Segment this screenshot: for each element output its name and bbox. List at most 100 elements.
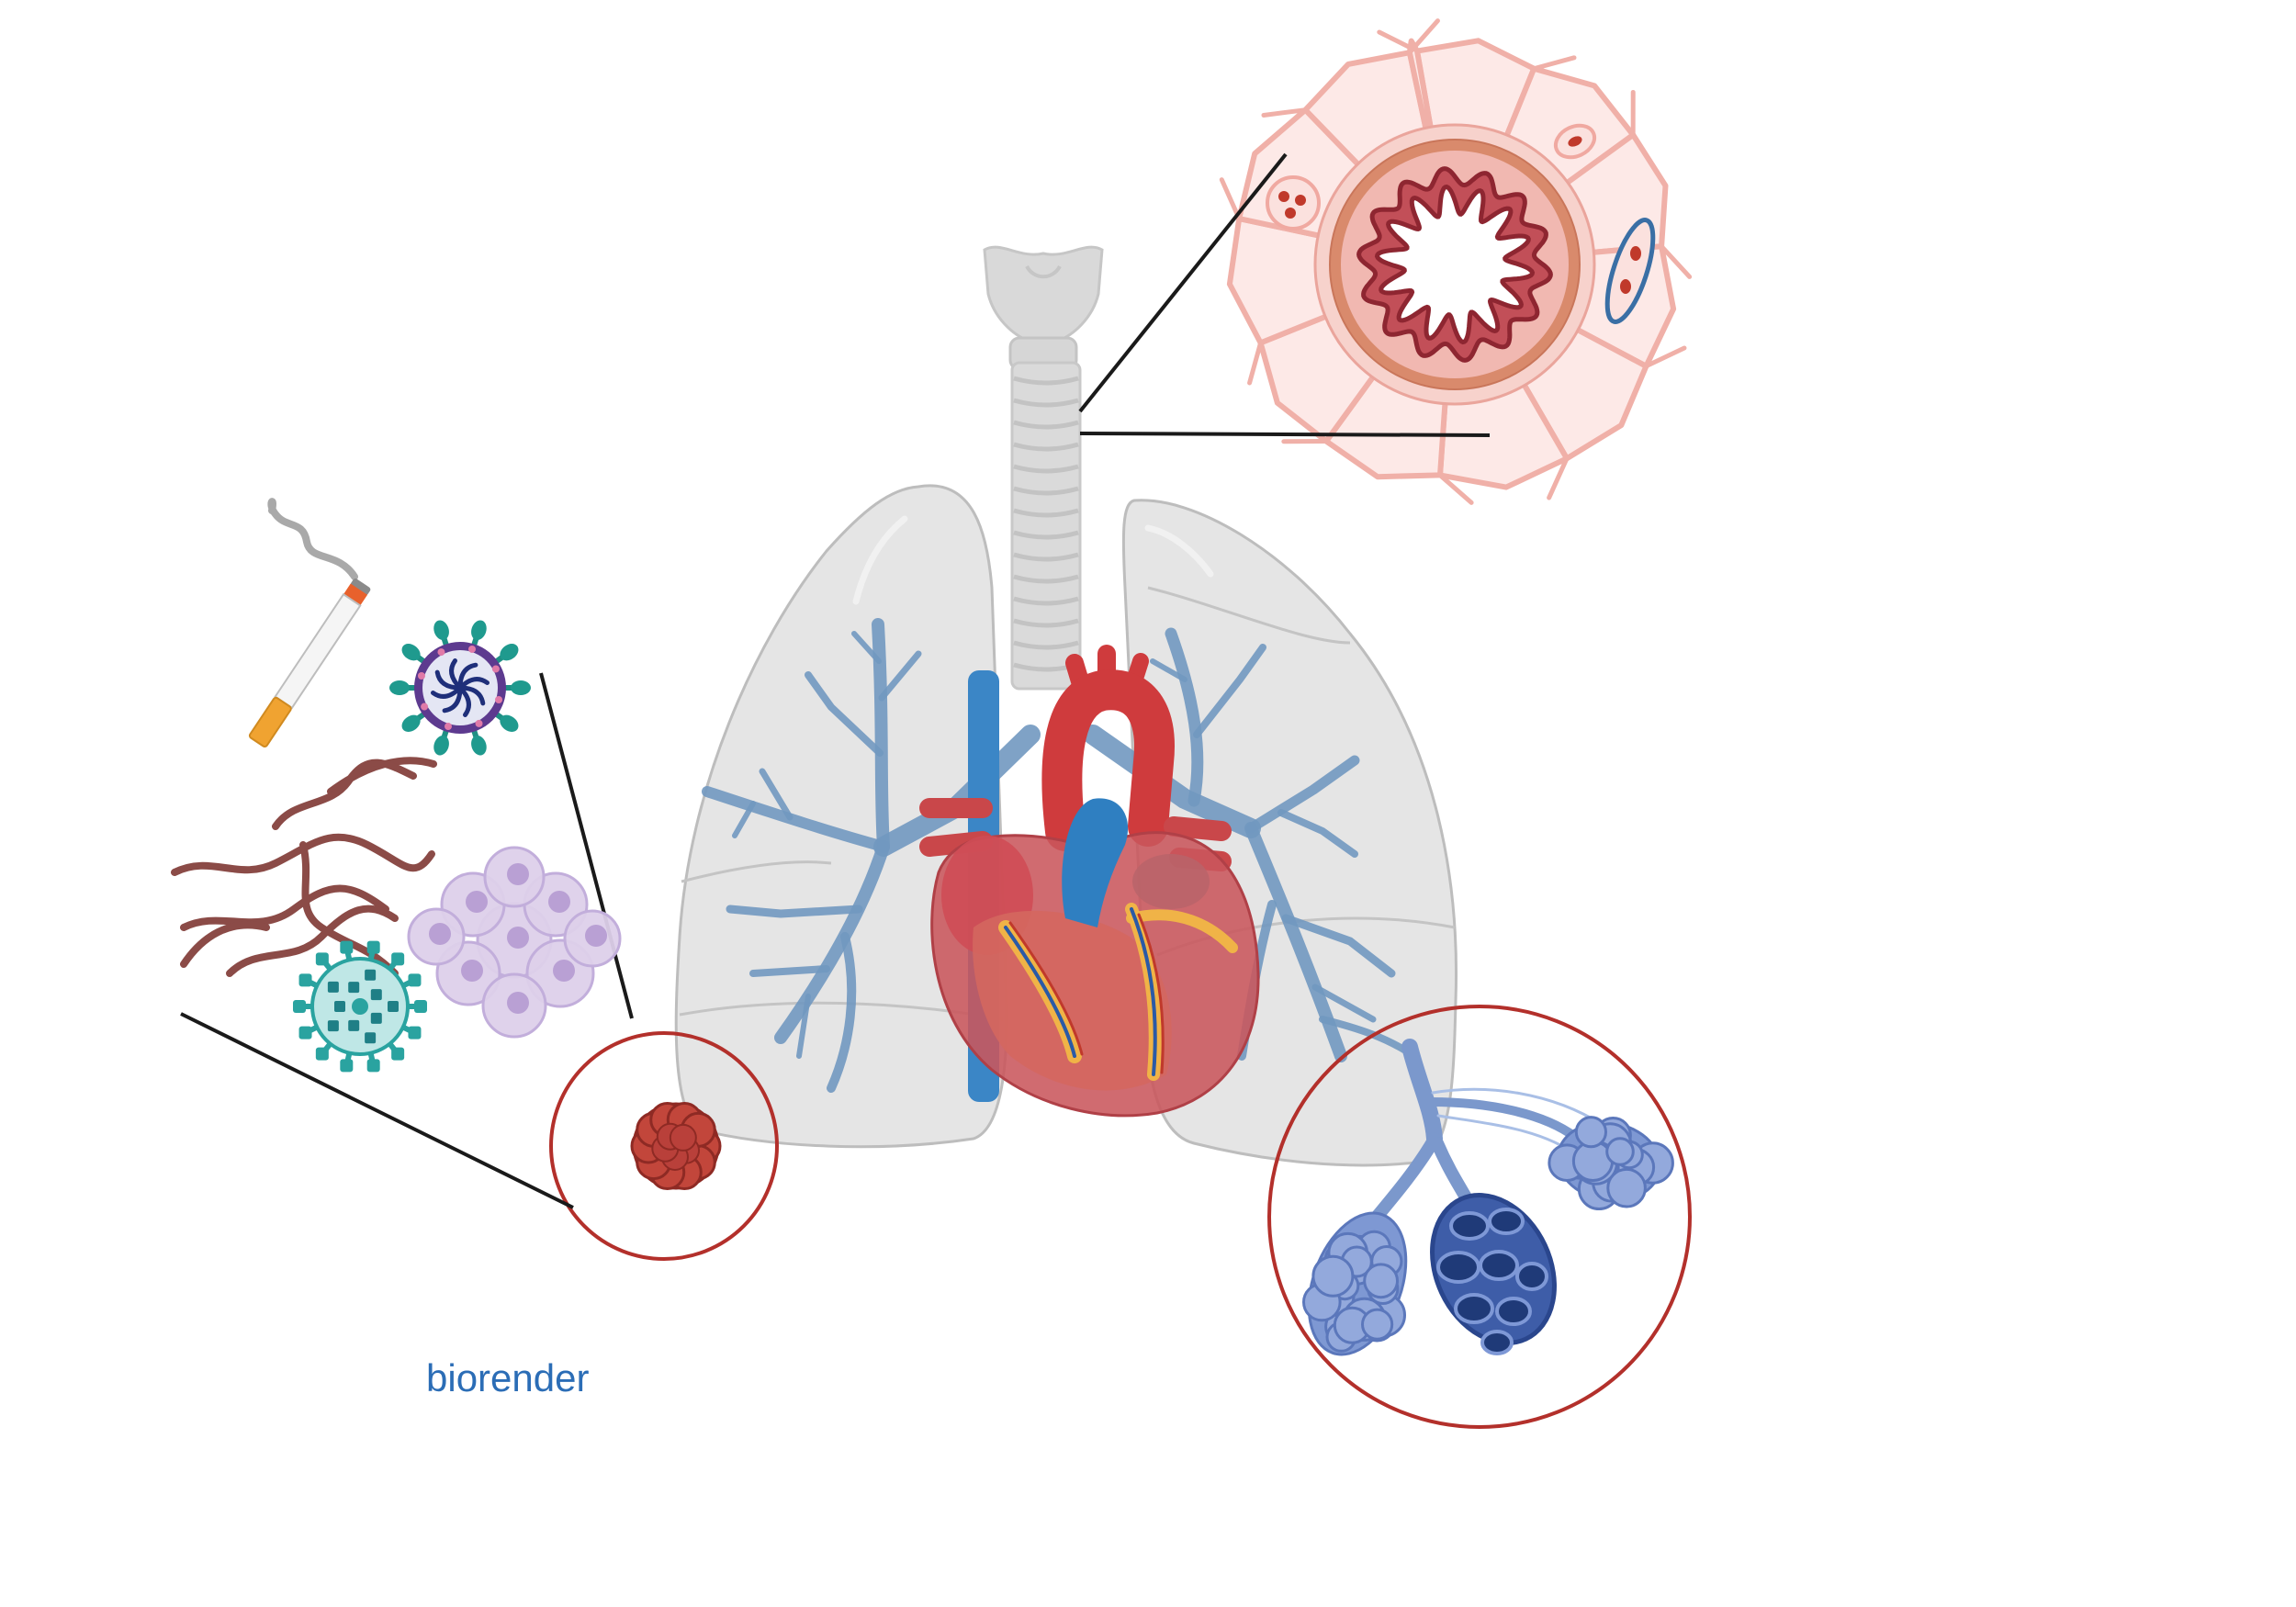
bronchus-branch — [851, 631, 882, 664]
red-blood-cell — [1278, 191, 1289, 202]
virus-protein — [348, 1019, 360, 1031]
airway-cross-section-icon — [1219, 18, 1693, 505]
cell-nucleus — [429, 923, 451, 945]
bronchus-branch — [1165, 627, 1204, 807]
heart-icon — [919, 645, 1260, 1118]
virus-icon — [293, 940, 427, 1073]
alveoli-icon — [1302, 1039, 1674, 1356]
alveolus — [1311, 1254, 1355, 1298]
virus-spike-cap — [433, 736, 449, 756]
bronchus-branch — [702, 786, 889, 852]
virus-protein — [365, 969, 377, 981]
biorender-watermark: biorender — [426, 1356, 590, 1399]
red-blood-cell — [1630, 246, 1641, 261]
alveolus — [1361, 1308, 1394, 1341]
alveolus — [1515, 1262, 1548, 1291]
airway-vessel — [1266, 175, 1321, 230]
larynx — [983, 245, 1104, 343]
tissue-strand — [1247, 340, 1264, 386]
trachea-rings — [1013, 376, 1079, 672]
leader-line — [180, 1012, 574, 1209]
bronchus-branch — [759, 768, 793, 821]
alveolus — [1479, 1250, 1519, 1281]
cell-nucleus — [548, 891, 570, 913]
virus-spike-cap — [340, 940, 354, 954]
virus-protein — [417, 671, 425, 680]
cigarette-filter — [248, 696, 292, 747]
cell-nucleus — [507, 863, 529, 885]
cell-nucleus — [466, 891, 488, 913]
pulmonary-trunk — [1062, 798, 1129, 927]
tumor-callout-circle — [549, 1031, 779, 1261]
virus-spike-cap — [408, 1026, 422, 1039]
trachea-ring — [1013, 442, 1079, 452]
virus-protein — [334, 1001, 345, 1012]
trachea-ring — [1013, 376, 1079, 386]
virus-spike-cap — [315, 952, 329, 966]
tumor-nodule — [669, 1123, 697, 1152]
bronchus-branch — [805, 671, 884, 757]
virus-protein — [495, 696, 503, 704]
virus-spike-cap — [298, 973, 312, 987]
virus-spike-cap — [315, 1047, 329, 1061]
virus-protein — [491, 665, 500, 673]
alveoli-callout-circle — [1267, 1005, 1692, 1429]
bacterium — [171, 833, 435, 876]
alveolus — [1574, 1116, 1608, 1149]
tumor-leader-lines — [180, 672, 634, 1209]
trachea-icon — [983, 245, 1104, 691]
cell-nucleus — [553, 960, 575, 982]
virus-protein — [365, 1032, 377, 1044]
pulmonary-vein — [1164, 816, 1232, 841]
coronary-artery — [1137, 913, 1165, 1074]
virus-spike-cap — [366, 940, 380, 954]
leader-line — [1078, 152, 1288, 413]
left-atrial-appendage — [1132, 854, 1210, 909]
trachea-ring — [1013, 420, 1079, 430]
bronchus-branch — [732, 801, 756, 838]
cell-cluster-icon — [407, 846, 622, 1039]
virus-spike-cap — [389, 680, 410, 695]
virus-spike-cap — [408, 973, 422, 987]
cigarette-icon — [248, 579, 371, 747]
alveolus — [1449, 1211, 1490, 1241]
bacterium — [180, 921, 270, 968]
virus-icon — [389, 620, 531, 756]
alveolus — [1606, 1167, 1647, 1208]
alveolus — [1480, 1330, 1514, 1355]
cigarette-ember — [343, 583, 368, 606]
bacterium — [180, 884, 389, 931]
alveolus — [1363, 1263, 1399, 1299]
cell-nucleus — [507, 992, 529, 1014]
virus-protein — [468, 645, 477, 653]
bronchus-branch — [796, 994, 811, 1059]
tissue-strand — [1407, 18, 1440, 55]
trachea-ring — [1013, 552, 1079, 562]
tissue-strand — [1531, 55, 1577, 72]
virus-spike-cap — [433, 620, 449, 640]
airway-leader-lines — [1078, 152, 1491, 437]
tissue-strand — [1261, 107, 1308, 118]
bronchus-branch — [1193, 644, 1266, 738]
bronchiole — [1401, 1039, 1443, 1147]
airway-lumen — [1374, 184, 1536, 345]
red-blood-cell — [1285, 208, 1296, 219]
bronchial-tree-icon — [702, 618, 1418, 1093]
virus-protein — [388, 1001, 399, 1012]
red-blood-cell — [1295, 195, 1306, 206]
risk-factors — [171, 498, 622, 1073]
larynx-notch — [1025, 264, 1062, 279]
bronchus-branch — [726, 905, 863, 918]
virus-genome — [457, 677, 490, 691]
virus-protein — [370, 1012, 382, 1024]
bronchiole — [1367, 1132, 1441, 1228]
tissue-strand — [1547, 455, 1570, 500]
coronary-vessels — [1004, 907, 1165, 1076]
virus-core — [352, 998, 368, 1015]
virus-protein — [370, 989, 382, 1001]
aortic-arch — [1041, 669, 1175, 851]
trachea-ring — [1013, 398, 1079, 408]
virus-spike-cap — [340, 1059, 354, 1073]
bronchiole — [1426, 1097, 1580, 1141]
alveoli-callout — [1267, 1005, 1692, 1429]
